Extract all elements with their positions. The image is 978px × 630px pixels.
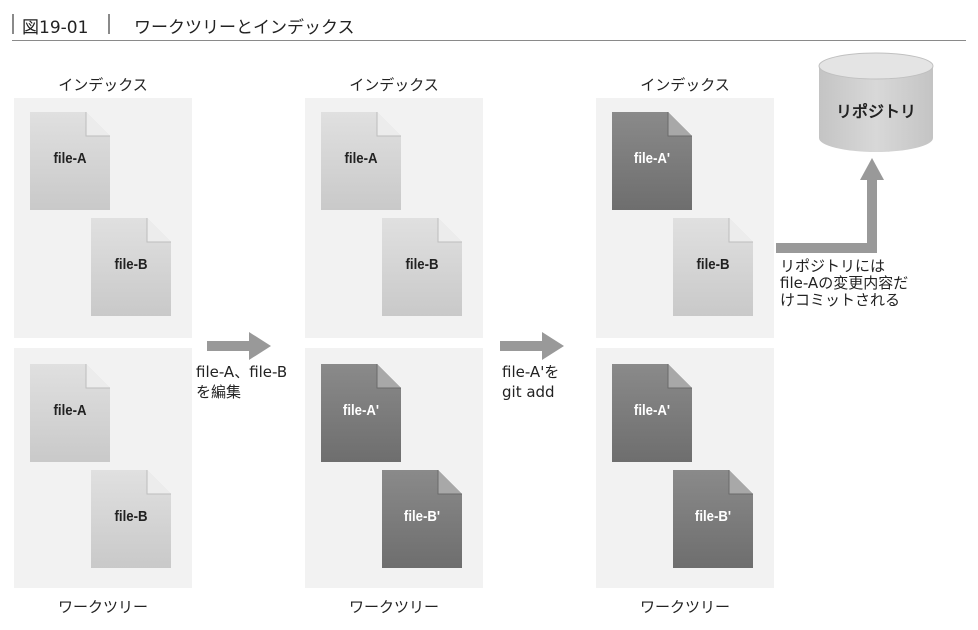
step-2-note: file-A'を git add xyxy=(502,362,559,402)
document-icon: file-B xyxy=(91,470,171,568)
file-label: file-A' xyxy=(342,402,380,419)
repository-note-line3: けコミットされる xyxy=(780,291,901,309)
document-icon: file-A' xyxy=(612,112,692,210)
file-label: file-B xyxy=(114,256,148,273)
repository-note-line1: リポジトリには xyxy=(780,257,886,275)
index-label-1: インデックス xyxy=(58,76,148,94)
file-label: file-A' xyxy=(633,150,671,167)
file-label: file-B' xyxy=(694,508,732,525)
arrow-up-icon xyxy=(776,158,884,253)
worktree-label-1: ワークツリー xyxy=(57,598,148,616)
index-panel-3: file-A' file-B xyxy=(596,98,774,338)
figure-title: ワークツリーとインデックス xyxy=(134,18,355,38)
index-panel-1: file-A file-B xyxy=(14,98,192,338)
file-label: file-A xyxy=(53,150,87,167)
database-cylinder-icon: リポジトリ xyxy=(818,52,934,154)
file-label: file-B' xyxy=(403,508,441,525)
document-icon: file-B' xyxy=(673,470,753,568)
document-icon: file-B xyxy=(91,218,171,316)
index-label-3: インデックス xyxy=(640,76,730,94)
document-icon: file-A xyxy=(30,112,110,210)
document-icon: file-A xyxy=(30,364,110,462)
file-label: file-A xyxy=(344,150,378,167)
worktree-panel-3: file-A' file-B' xyxy=(596,348,774,588)
index-label-2: インデックス xyxy=(349,76,439,94)
document-icon: file-B xyxy=(382,218,462,316)
file-label: file-B xyxy=(405,256,439,273)
title-separator xyxy=(108,14,110,34)
repository-label: リポジトリ xyxy=(835,102,916,121)
file-label: file-A xyxy=(53,402,87,419)
step-1-line1: file-A、file-B xyxy=(196,363,288,381)
figure-title-bar: 図19-01 ワークツリーとインデックス xyxy=(12,6,966,41)
step-2-line1: file-A'を xyxy=(502,363,560,381)
worktree-panel-1: file-A file-B xyxy=(14,348,192,588)
step-1-note: file-A、file-B を編集 xyxy=(196,362,287,402)
arrow-right-icon xyxy=(500,332,564,360)
worktree-panel-2: file-A' file-B' xyxy=(305,348,483,588)
document-icon: file-A xyxy=(321,112,401,210)
step-1-line2: を編集 xyxy=(196,383,242,401)
repository-note-line2: file-Aの変更内容だ xyxy=(780,274,909,292)
title-marker xyxy=(12,14,14,34)
file-label: file-B xyxy=(114,508,148,525)
worktree-label-3: ワークツリー xyxy=(639,598,730,616)
document-icon: file-A' xyxy=(612,364,692,462)
document-icon: file-B' xyxy=(382,470,462,568)
arrow-right-icon xyxy=(207,332,271,360)
index-panel-2: file-A file-B xyxy=(305,98,483,338)
figure-number: 図19-01 xyxy=(22,18,89,38)
repository-note: リポジトリには file-Aの変更内容だ けコミットされる xyxy=(780,258,908,309)
file-label: file-B xyxy=(696,256,730,273)
document-icon: file-A' xyxy=(321,364,401,462)
step-2-line2: git add xyxy=(502,383,555,401)
file-label: file-A' xyxy=(633,402,671,419)
document-icon: file-B xyxy=(673,218,753,316)
worktree-label-2: ワークツリー xyxy=(348,598,439,616)
